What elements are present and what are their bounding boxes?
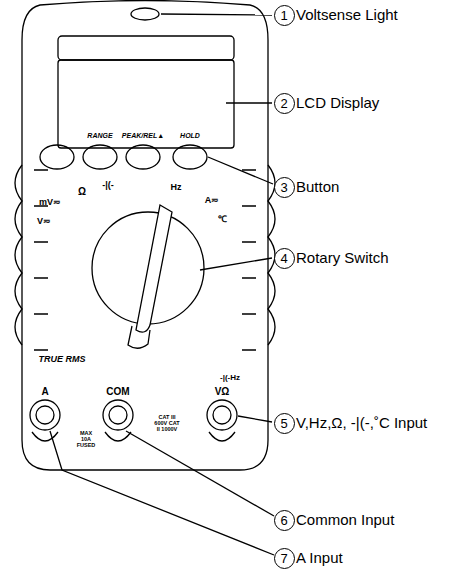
callout-circle: 7	[274, 548, 295, 569]
knob-tail	[128, 326, 150, 348]
part-name: Voltsense Light	[296, 7, 398, 23]
voltsense-light	[131, 8, 159, 20]
button-label: HOLD	[180, 132, 200, 139]
rating-note: CAT III 600V CAT II 1000V	[154, 415, 180, 432]
part-name: A Input	[296, 550, 343, 566]
grip-ridges	[34, 170, 256, 350]
part-name: V,Hz,Ω, -|(-,˚C Input	[296, 415, 427, 431]
button-label: RANGE	[87, 132, 112, 139]
part-name: LCD Display	[296, 95, 379, 111]
v-jack-inner	[213, 406, 231, 424]
v-jack	[207, 400, 237, 430]
dial-mark: Hz	[171, 183, 182, 192]
part-name: Common Input	[296, 512, 394, 528]
a-jack	[30, 400, 60, 430]
callout-number: 2	[280, 97, 287, 110]
com-jack-inner	[109, 406, 127, 424]
jack-label: COM	[106, 387, 129, 398]
button	[126, 145, 160, 169]
callout-circle: 2	[274, 93, 295, 114]
lcd-display	[58, 60, 234, 148]
dial-mark: -|(-	[102, 181, 114, 190]
switch-knob	[136, 205, 172, 332]
feature-label: TRUE RMS	[39, 355, 86, 364]
callout-circle: 1	[274, 5, 295, 26]
callout-circle: 3	[274, 177, 295, 198]
leader-lines	[50, 14, 274, 555]
dial-mark: V≂	[37, 217, 51, 226]
callout-circle: 5	[274, 413, 295, 434]
part-name: Button	[296, 179, 339, 195]
part-name: Rotary Switch	[296, 250, 389, 266]
callout-number: 5	[280, 417, 287, 430]
meter-body	[22, 1, 268, 471]
button	[83, 145, 117, 169]
jack-symbol: -|(-Hz	[220, 374, 240, 382]
display-bezel-top	[58, 36, 234, 60]
a-jack-inner	[36, 406, 54, 424]
callout-number: 7	[280, 552, 287, 565]
callout-number: 3	[280, 181, 287, 194]
button	[40, 145, 74, 169]
dial-mark: Ω	[78, 187, 86, 198]
jack-guards	[32, 432, 235, 441]
callout-circle: 4	[274, 248, 295, 269]
callout-number: 6	[280, 514, 287, 527]
jack-label: A	[41, 387, 48, 398]
side-grips	[15, 165, 275, 345]
dial-mark: mV≂	[39, 198, 61, 207]
dial-mark: ℃	[218, 215, 227, 224]
rating-note: MAX 10A FUSED	[75, 431, 97, 448]
com-jack	[103, 400, 133, 430]
button-label: PEAK/REL▲	[122, 132, 164, 139]
callout-number: 4	[280, 252, 287, 265]
jack-label: VΩ	[215, 387, 230, 398]
callout-number: 1	[280, 9, 287, 22]
callout-circle: 6	[274, 510, 295, 531]
button	[173, 145, 207, 169]
dial-mark: A≂	[205, 196, 220, 205]
